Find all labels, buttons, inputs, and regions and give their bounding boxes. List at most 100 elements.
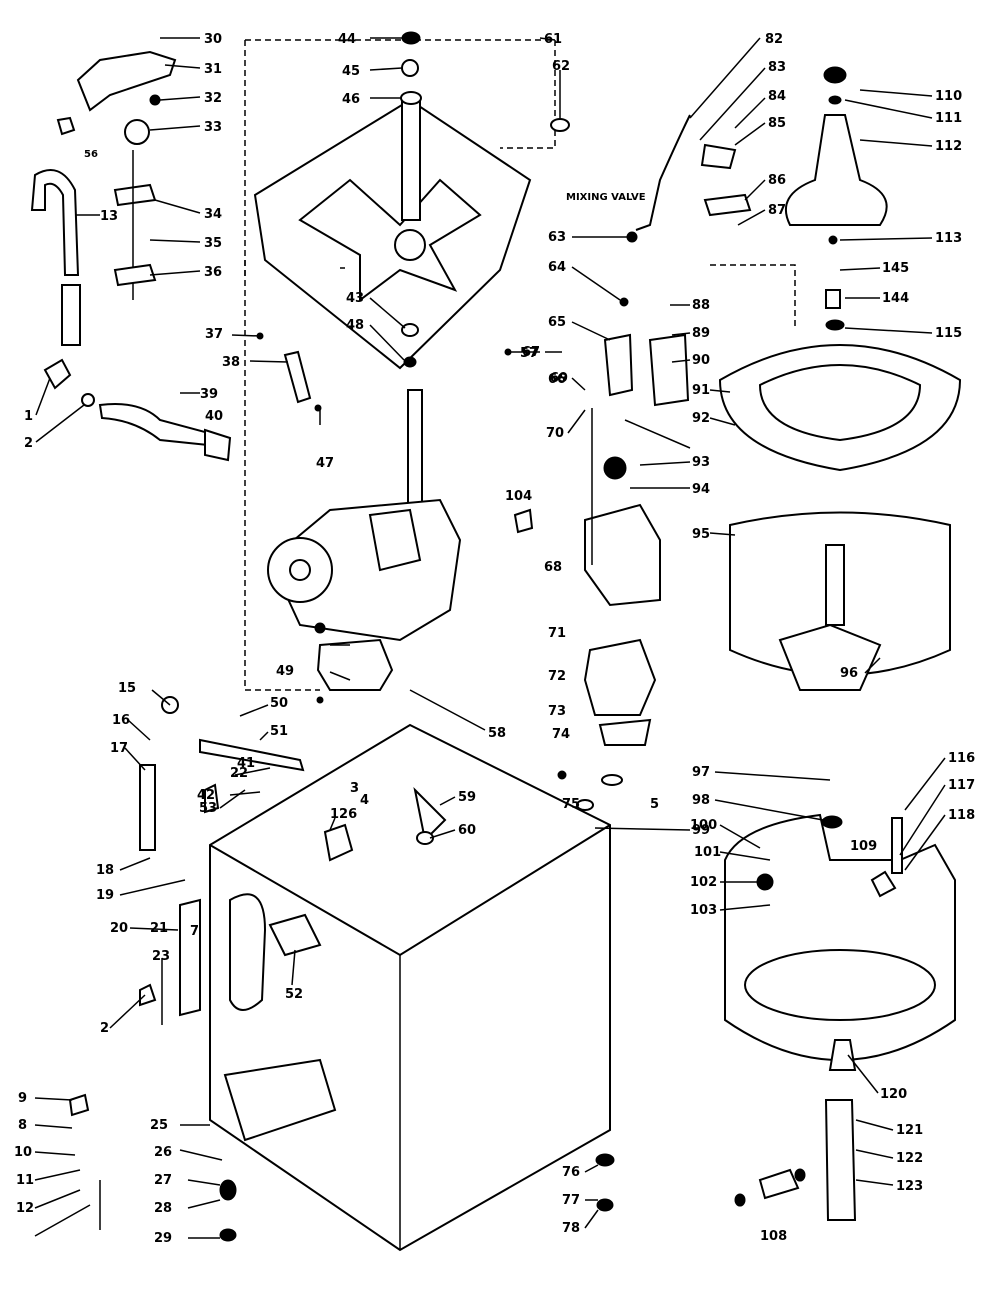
callout-label: 19 [96, 888, 114, 903]
callout-label: 60 [458, 823, 476, 838]
part-5 [601, 774, 623, 786]
callout-label: 89 [692, 326, 710, 341]
callout-label: 123 [896, 1179, 923, 1194]
callout-label: 37 [205, 327, 223, 342]
callout-label: 20 [110, 921, 128, 936]
part-73 [598, 718, 652, 746]
callout-label: 41 [237, 756, 255, 771]
callout-label: 49 [276, 664, 294, 679]
bracket-20 [179, 898, 201, 1017]
cabinet-outline [209, 723, 611, 1252]
callout-label: 13 [100, 209, 118, 224]
callout-label: 31 [204, 62, 222, 77]
callout-label: 100 [690, 818, 717, 833]
leveling-leg-28 [219, 1179, 237, 1201]
callout-label: 103 [690, 903, 717, 918]
callout-label: 63 [548, 230, 566, 245]
callout-label: 110 [935, 89, 962, 104]
drain-123 [824, 1099, 857, 1221]
assembly-outline-top [245, 39, 556, 149]
star-plate [298, 178, 482, 302]
callout-label: 30 [204, 32, 222, 47]
basket-post [825, 544, 845, 626]
callout-labels: 30 31 32 33 34 35 36 37 38 39 40 13 1 2 … [14, 32, 975, 1246]
callout-label: 22 [230, 766, 248, 781]
callout-label: 104 [505, 489, 532, 504]
part-2b [139, 983, 157, 1007]
callout-label: 18 [96, 863, 114, 878]
hose-13 [30, 169, 80, 276]
callout-label: 87 [768, 203, 786, 218]
callout-label: 52 [285, 987, 303, 1002]
callout-label: 28 [154, 1201, 172, 1216]
callout-label: 44 [338, 32, 356, 47]
callout-label: 82 [765, 32, 783, 47]
mixing-valve-note: MIXING VALVE [566, 192, 646, 203]
callout-label: 121 [896, 1123, 923, 1138]
cabinet-base [223, 1058, 337, 1142]
callout-label: 65 [548, 315, 566, 330]
hose-39 [98, 403, 210, 447]
callout-label: 50 [270, 696, 288, 711]
part-66 [603, 333, 634, 397]
callout-label: 122 [896, 1151, 923, 1166]
callout-label: 1 [24, 409, 33, 424]
part-43 [401, 323, 419, 337]
callout-label: 12 [16, 1201, 34, 1216]
part-44 [401, 31, 421, 45]
callout-label: 40 [205, 409, 223, 424]
callout-label: 29 [154, 1231, 172, 1246]
gearbox-top [368, 508, 422, 572]
callout-label: 117 [948, 778, 975, 793]
foot-29 [219, 1228, 237, 1242]
switch-71 [584, 503, 661, 607]
part-36-bracket [113, 263, 157, 287]
callout-label: 85 [768, 116, 786, 131]
callout-label: 66 [548, 372, 566, 387]
hub [394, 229, 426, 261]
callout-label: 94 [692, 482, 710, 497]
callout-label: 83 [768, 60, 786, 75]
outer-tub-floor [744, 949, 936, 1021]
callout-label: 113 [935, 231, 962, 246]
agitator-112 [785, 114, 888, 226]
part-34-bracket [113, 183, 157, 207]
part-115 [825, 319, 845, 331]
hose-13-lower [61, 284, 81, 346]
callout-label: 33 [204, 120, 222, 135]
callout-label: 42 [197, 788, 215, 803]
leader-lines [34, 37, 946, 1239]
callout-label: 69 [550, 371, 568, 386]
callout-label: 95 [692, 527, 710, 542]
callout-label: 16 [112, 713, 130, 728]
valve-bracket [76, 50, 177, 112]
part-85 [700, 143, 737, 170]
callout-label: 9 [18, 1091, 27, 1106]
callout-label: 45 [342, 64, 360, 79]
callout-label: 2 [24, 436, 33, 451]
callout-label: 144 [882, 291, 909, 306]
part-86 [703, 193, 752, 217]
callout-label: 116 [948, 751, 975, 766]
clip-8 [68, 1093, 90, 1117]
callout-label: 4 [360, 793, 369, 808]
callout-label: 3 [350, 781, 359, 796]
part-60 [416, 831, 434, 845]
part-113 [828, 235, 838, 245]
callout-label: 74 [552, 727, 570, 742]
part-96 [821, 815, 843, 829]
callout-label: 34 [204, 207, 222, 222]
part-56 [56, 116, 76, 136]
hose-17 [139, 764, 156, 851]
callout-label: 32 [204, 91, 222, 106]
callout-label: 35 [204, 236, 222, 251]
part-40b [734, 1193, 746, 1207]
callout-label: 25 [150, 1118, 168, 1133]
callout-label: 84 [768, 89, 786, 104]
part-89 [648, 333, 690, 407]
callout-label: 120 [880, 1087, 907, 1102]
callout-label: 126 [330, 807, 357, 822]
callout-label: 53 [199, 801, 217, 816]
motor-49 [316, 638, 394, 691]
part-33-ball [124, 119, 150, 145]
